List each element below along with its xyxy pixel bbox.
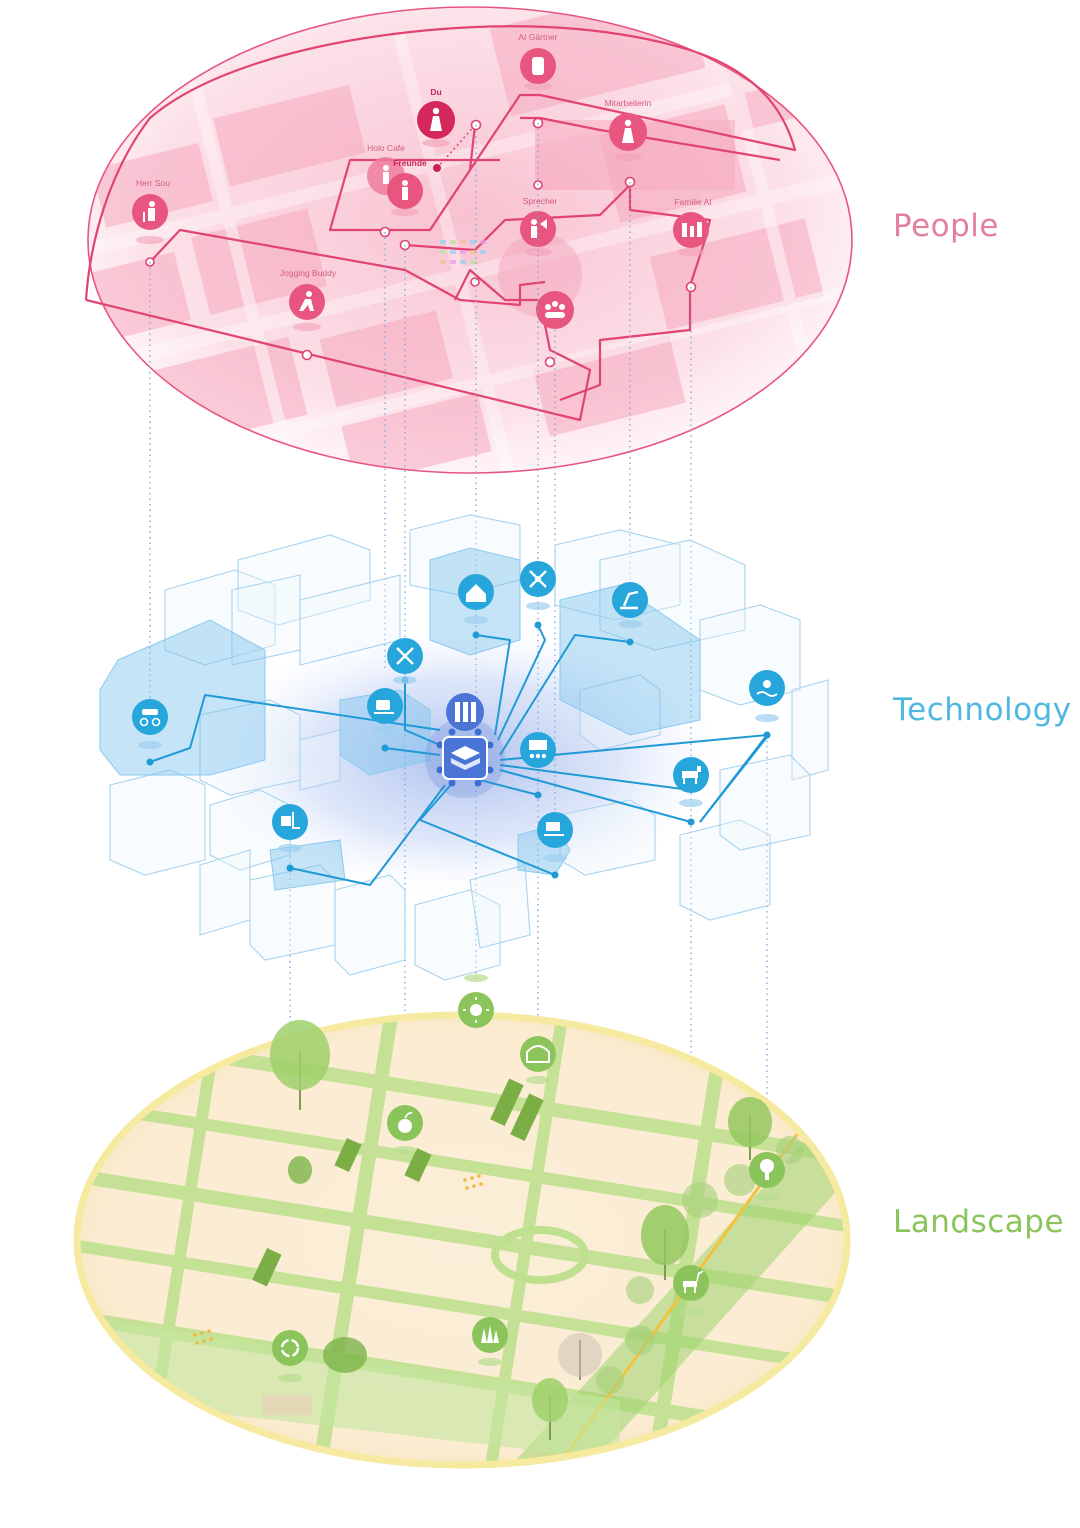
tree <box>641 1205 689 1280</box>
tech-server[interactable] <box>446 693 484 731</box>
tech-utensils[interactable] <box>387 638 423 684</box>
tech-network-nodes <box>146 621 771 879</box>
recycle-icon <box>272 1330 308 1366</box>
tree <box>728 1097 772 1160</box>
shared-mobility-icon <box>132 699 168 735</box>
tech-active-buildings <box>99 547 701 891</box>
person-label: Freunde <box>393 158 427 168</box>
land-apple[interactable] <box>387 1105 423 1154</box>
landscape-trees <box>262 1020 804 1440</box>
person-familie-ai[interactable]: Familie AI <box>673 197 712 256</box>
tech-robot-dog[interactable] <box>673 757 709 807</box>
person-label: Sprecher <box>523 196 558 206</box>
person-label: Jogging Buddy <box>280 268 337 278</box>
robot-arm-icon <box>612 582 648 618</box>
person-du[interactable]: Du <box>417 87 455 147</box>
layer-title-people: People <box>893 208 999 244</box>
layer-title-technology: Technology <box>893 692 1072 728</box>
person-label: AI Gärtner <box>518 32 557 42</box>
person-ai-gaertner[interactable]: AI Gärtner <box>518 32 558 90</box>
group-icon <box>536 291 574 329</box>
person-label: Familie AI <box>674 197 711 207</box>
tech-workstation[interactable] <box>537 812 573 862</box>
tech-coffee[interactable] <box>367 688 403 734</box>
land-tree[interactable] <box>749 1152 785 1201</box>
person-freunde[interactable]: Freunde <box>387 158 427 216</box>
tree <box>532 1378 568 1440</box>
person-label: Mitarbeiterin <box>605 98 652 108</box>
tech-classroom[interactable] <box>520 732 556 768</box>
tech-smart-home[interactable] <box>458 574 494 624</box>
person-group[interactable] <box>536 291 574 329</box>
layer-title-landscape: Landscape <box>893 1204 1065 1240</box>
land-grass[interactable] <box>472 1317 508 1366</box>
people-plane-outline <box>87 6 853 474</box>
person-label: Du <box>430 87 441 97</box>
central-hub[interactable] <box>425 718 505 798</box>
tree <box>558 1333 602 1380</box>
tech-shared-mobility[interactable] <box>132 699 168 749</box>
tech-forklift[interactable] <box>272 804 308 852</box>
land-greenhouse[interactable] <box>520 1036 556 1084</box>
land-sun[interactable] <box>458 974 494 1028</box>
tech-water-sensor[interactable] <box>749 670 785 722</box>
greenhouse-icon <box>520 1036 556 1072</box>
tech-network <box>149 624 768 886</box>
tech-robot-arm[interactable] <box>612 582 648 628</box>
land-recycle[interactable] <box>272 1330 308 1382</box>
person-mitarbeiterin[interactable]: Mitarbeiterin <box>605 98 652 161</box>
technology-layer <box>99 514 829 981</box>
land-deer[interactable] <box>673 1265 709 1316</box>
person-label: Herr Sou <box>136 178 170 188</box>
holo-display-tiles <box>440 240 486 264</box>
tech-drone[interactable] <box>520 561 556 610</box>
person-label: Holo Cafe <box>367 143 405 153</box>
person-herr-sou[interactable]: Herr Sou <box>132 178 170 244</box>
person-jogging-buddy[interactable]: Jogging Buddy <box>280 268 337 331</box>
landscape-layer <box>73 974 851 1469</box>
people-layer: AI Gärtner Du Mitarbeiterin Holo Cafe <box>84 6 853 474</box>
tree <box>270 1020 330 1110</box>
